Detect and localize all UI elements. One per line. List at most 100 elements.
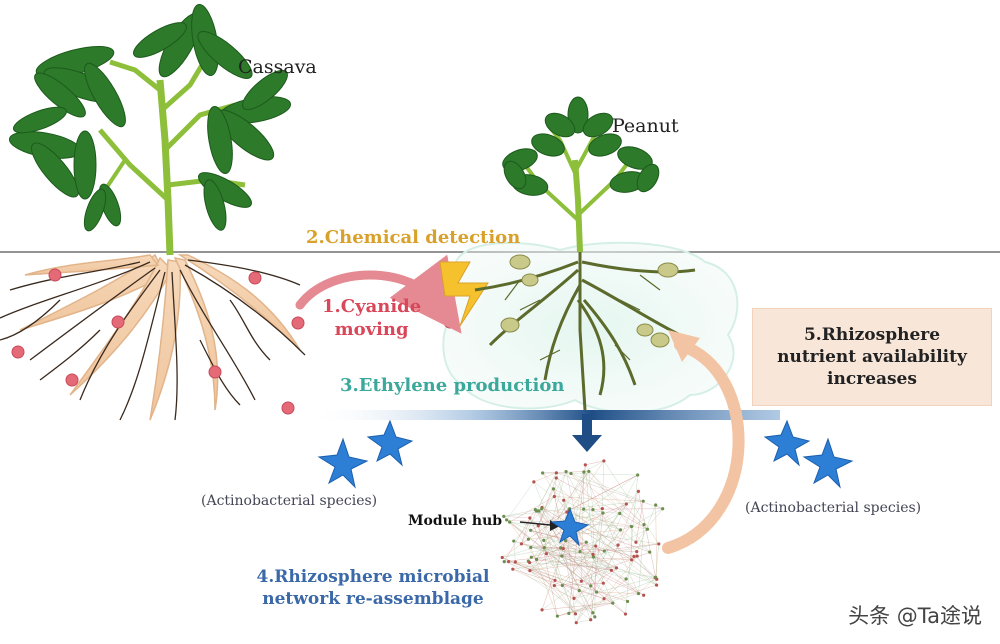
- network-edge: [502, 557, 591, 620]
- module-hub-icon: [550, 507, 590, 547]
- network-node: [508, 520, 512, 524]
- network-node: [601, 511, 605, 515]
- network-edge: [509, 521, 576, 614]
- network-edge: [593, 508, 603, 558]
- species-left-label: (Actinobacterial species): [201, 493, 378, 509]
- network-edge: [585, 464, 594, 558]
- network-edge: [542, 472, 638, 476]
- network-edge: [576, 567, 617, 623]
- network-edge: [515, 561, 555, 586]
- network-node: [591, 555, 596, 559]
- network-node: [513, 560, 517, 564]
- network-node: [573, 612, 578, 616]
- ethylene-down-arrow: [572, 414, 602, 452]
- network-node: [542, 545, 547, 550]
- step5-line2: nutrient availability: [777, 346, 967, 367]
- network-edge: [533, 472, 557, 483]
- network-edge: [513, 540, 657, 580]
- cyanide-arrow: [295, 254, 462, 334]
- network-edge: [541, 507, 632, 561]
- network-node: [632, 554, 636, 559]
- network-node: [618, 528, 623, 532]
- network-edge: [556, 472, 663, 509]
- network-node: [623, 612, 628, 616]
- network-edge: [529, 570, 576, 614]
- network-edge: [638, 524, 645, 594]
- network-edge: [570, 473, 648, 530]
- network-node: [582, 470, 586, 474]
- network-edge: [638, 577, 656, 594]
- network-edge: [515, 561, 582, 582]
- network-edge: [543, 540, 644, 596]
- network-node: [562, 498, 566, 502]
- network-edge: [603, 578, 627, 599]
- network-node: [614, 566, 619, 570]
- network-edge: [579, 474, 638, 591]
- nutrient-arrow: [662, 339, 745, 554]
- network-edge: [579, 542, 587, 552]
- network-node: [594, 544, 598, 548]
- network-edge: [588, 471, 645, 525]
- network-edge: [508, 561, 617, 569]
- network-edge: [570, 473, 644, 502]
- cassava-label: Cassava: [238, 56, 317, 78]
- network-edge: [560, 547, 591, 587]
- network-edge: [506, 481, 535, 521]
- network-node: [661, 507, 665, 511]
- network-edge: [593, 556, 644, 596]
- network-node: [528, 569, 532, 573]
- network-node: [602, 597, 606, 601]
- network-node: [642, 523, 646, 527]
- network-edge: [565, 540, 617, 569]
- network-edge: [585, 460, 604, 466]
- network-node: [540, 507, 544, 511]
- network-edge: [572, 512, 603, 521]
- network-node: [536, 524, 540, 528]
- network-node: [630, 558, 634, 562]
- network-node: [616, 543, 620, 547]
- watermark: 头条 @Ta途说: [848, 604, 982, 628]
- network-node: [572, 596, 576, 600]
- ethylene-bar: [310, 410, 780, 420]
- network-edge: [513, 496, 555, 542]
- cassava-plant: [0, 3, 457, 421]
- network-edge: [566, 511, 621, 531]
- network-node: [542, 538, 546, 542]
- network-node: [657, 542, 661, 546]
- network-node: [532, 480, 536, 484]
- network-node: [654, 583, 659, 587]
- network-node: [502, 514, 506, 518]
- network-node: [583, 463, 587, 467]
- network-edge: [563, 548, 613, 604]
- step1-cyanide-moving: 1.Cyanide moving: [322, 296, 421, 341]
- network-node: [512, 539, 516, 543]
- network-node: [565, 510, 569, 514]
- network-node: [540, 608, 544, 612]
- network-edge: [541, 508, 648, 530]
- network-node: [625, 599, 630, 604]
- network-node: [642, 593, 646, 597]
- network-node: [541, 471, 545, 475]
- network-edge: [513, 541, 516, 562]
- network-node: [527, 561, 532, 565]
- network-node: [629, 524, 634, 529]
- network-edge: [538, 525, 563, 586]
- network-edge: [503, 516, 591, 587]
- network-node: [564, 539, 568, 543]
- network-node: [519, 542, 524, 546]
- network-node: [577, 589, 581, 593]
- actinobacteria-icon: [763, 419, 811, 467]
- network-edge: [557, 584, 657, 617]
- network-edge: [529, 570, 594, 613]
- network-edge: [553, 488, 604, 514]
- network-node: [555, 614, 559, 618]
- network-node: [578, 549, 582, 554]
- network-edge: [538, 525, 558, 617]
- network-node: [502, 559, 506, 564]
- network-node: [554, 476, 558, 480]
- network-node: [552, 494, 556, 499]
- network-edge: [583, 460, 605, 473]
- network-node: [560, 554, 564, 558]
